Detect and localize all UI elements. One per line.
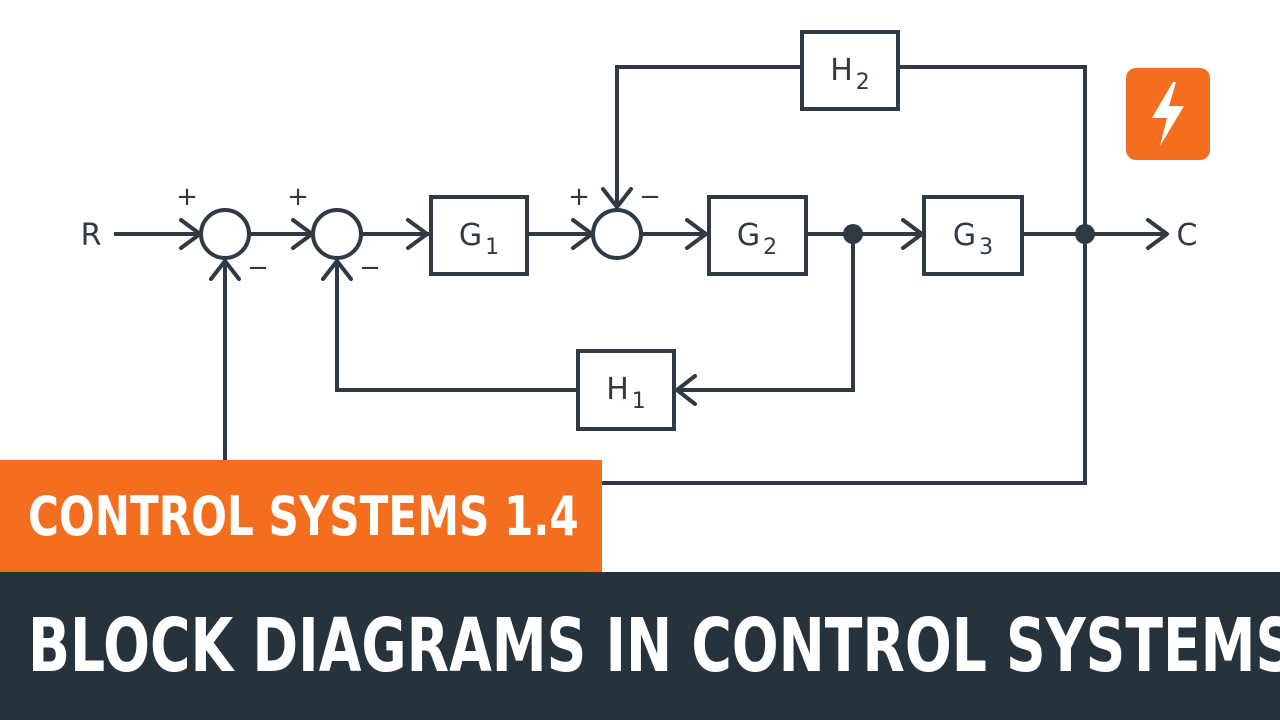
arrowhead-h2-sum3	[601, 187, 633, 209]
line-output-to-h2	[898, 65, 1087, 234]
series-label: CONTROL SYSTEMS 1.4	[28, 484, 579, 548]
sum3-minus-sign: −	[639, 182, 661, 212]
svg-text:G2: G2	[737, 218, 777, 260]
sum2-minus-sign: −	[359, 253, 381, 283]
input-label: R	[81, 218, 102, 253]
arrowhead-h1	[675, 374, 697, 406]
summing-junction-1	[199, 208, 251, 260]
arrowhead-output	[1146, 218, 1169, 250]
block-h2-base: H	[830, 53, 853, 88]
svg-text:G1: G1	[459, 218, 499, 260]
block-g1-base: G	[459, 218, 482, 253]
arrowhead-feedback-sum1	[209, 259, 241, 281]
line-g2-to-h1	[676, 234, 855, 392]
block-h2-sub: 2	[856, 70, 870, 95]
arrowhead-g1	[406, 218, 429, 250]
sum1-minus-sign: −	[247, 253, 269, 283]
sum2-plus-sign: +	[287, 182, 309, 212]
line-h1-to-sum2	[335, 260, 578, 392]
svg-text:H1: H1	[606, 372, 646, 414]
sum1-plus-sign: +	[176, 182, 198, 212]
title-banner: BLOCK DIAGRAMS IN CONTROL SYSTEMS	[0, 572, 1280, 720]
line-output-feedback	[600, 234, 1087, 485]
svg-text:H2: H2	[830, 53, 870, 95]
line-h2-to-sum3	[615, 65, 802, 208]
page-title: BLOCK DIAGRAMS IN CONTROL SYSTEMS	[28, 603, 1280, 689]
summing-junction-2	[311, 208, 363, 260]
sum3-plus-sign: +	[568, 182, 590, 212]
arrowhead-h1-sum2	[321, 259, 353, 281]
block-h1-sub: 1	[632, 389, 646, 414]
block-g3-sub: 3	[979, 235, 993, 260]
block-h1-base: H	[606, 372, 629, 407]
output-label: C	[1177, 218, 1198, 253]
branch-node-output	[1075, 224, 1095, 244]
branch-node-g2	[843, 224, 863, 244]
block-g2-sub: 2	[763, 235, 777, 260]
lightning-bolt-icon	[1126, 68, 1210, 160]
svg-text:G3: G3	[953, 218, 993, 260]
arrowhead-g2	[685, 218, 708, 250]
series-banner: CONTROL SYSTEMS 1.4	[0, 460, 602, 572]
summing-junction-3	[591, 208, 643, 260]
block-g3-base: G	[953, 218, 976, 253]
block-g2-base: G	[737, 218, 760, 253]
block-g1-sub: 1	[485, 235, 499, 260]
